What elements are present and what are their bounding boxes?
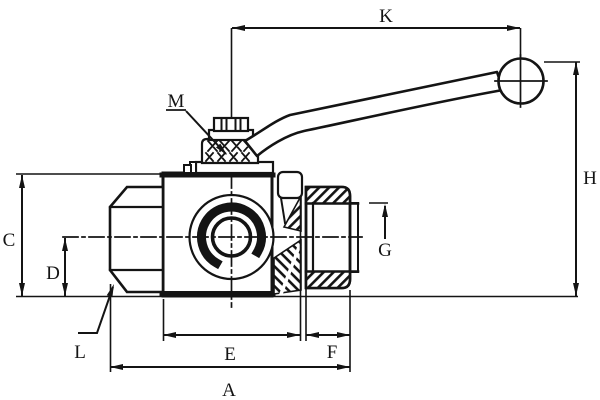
port-hatch-bottom [306, 272, 350, 288]
dim-E: E [163, 332, 300, 365]
left-hex-fitting [108, 185, 165, 294]
plate-tab-inner [183, 164, 192, 174]
dim-label-K: K [379, 6, 393, 27]
dim-label-H: H [583, 168, 597, 189]
dim-label-D: D [46, 263, 60, 284]
dim-label-C: C [3, 230, 16, 251]
handle-lever [243, 70, 505, 158]
dim-G: G [378, 204, 392, 261]
dim-A: A [110, 364, 350, 400]
right-port-section [273, 170, 360, 297]
dimension-annotations: K H C D E [3, 6, 597, 400]
cavity-ring [197, 202, 266, 270]
extension-lines [16, 28, 580, 372]
dim-L: L [74, 282, 117, 363]
dim-K: K [232, 6, 520, 31]
dim-label-G: G [378, 240, 392, 261]
centerlines [62, 172, 363, 308]
dim-D: D [46, 238, 68, 296]
dim-label-A: A [222, 380, 236, 400]
dim-label-M: M [168, 91, 185, 112]
dim-M: M [166, 91, 230, 158]
dim-label-E: E [224, 344, 236, 365]
port-flange-rear-corner [276, 170, 304, 200]
port-hatch-top [306, 187, 350, 203]
valve-figure [62, 54, 548, 308]
dim-F: F [306, 332, 350, 363]
dim-label-L: L [74, 342, 86, 363]
dim-C: C [3, 175, 25, 296]
section-wedge-top [282, 195, 302, 233]
stem-nut-flats [220, 117, 242, 132]
dim-H: H [573, 62, 597, 296]
stem-nut [212, 116, 250, 133]
dim-label-F: F [327, 342, 338, 363]
